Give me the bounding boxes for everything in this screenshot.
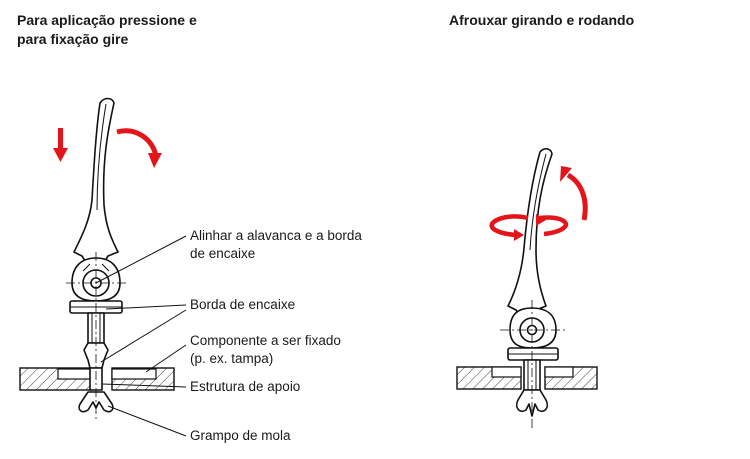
callout-component-line-1: Componente a ser fixado <box>190 333 341 348</box>
heading-left-line-1: Para aplicação pressione e <box>17 12 197 28</box>
spin-arrow-icon <box>489 214 569 241</box>
component-plate-left <box>57 368 157 380</box>
callout-leaders <box>95 235 187 437</box>
right-assembly <box>456 148 598 430</box>
press-down-arrow-icon <box>53 128 68 162</box>
callout-align-line-2: de encaixe <box>190 246 256 261</box>
heading-left-line-2: para fixação gire <box>17 31 129 47</box>
callout-align-line-1: Alinhar a alavanca e a borda <box>190 228 362 243</box>
heading-press-and-turn: Para aplicação pressione e para fixação … <box>17 11 237 49</box>
component-plate-right <box>491 366 574 378</box>
callout-spring-clip: Grampo de mola <box>190 428 291 443</box>
lever-head-right <box>509 307 557 349</box>
heading-loosen: Afrouxar girando e rodando <box>449 12 635 28</box>
left-assembly <box>19 97 175 420</box>
rotate-clockwise-arrow-icon <box>116 128 162 168</box>
locking-edge-right <box>507 347 559 361</box>
callout-locking-edge: Borda de encaixe <box>190 297 296 312</box>
rotate-counterclockwise-arrow-icon <box>560 166 588 221</box>
lever-left <box>73 97 119 273</box>
callout-component: Componente a ser fixado (p. ex. tampa) <box>190 332 341 368</box>
callout-align-lever: Alinhar a alavanca e a borda de encaixe <box>190 227 362 263</box>
callout-component-line-2: (p. ex. tampa) <box>190 351 274 366</box>
callout-support-structure: Estrutura de apoio <box>190 379 301 394</box>
